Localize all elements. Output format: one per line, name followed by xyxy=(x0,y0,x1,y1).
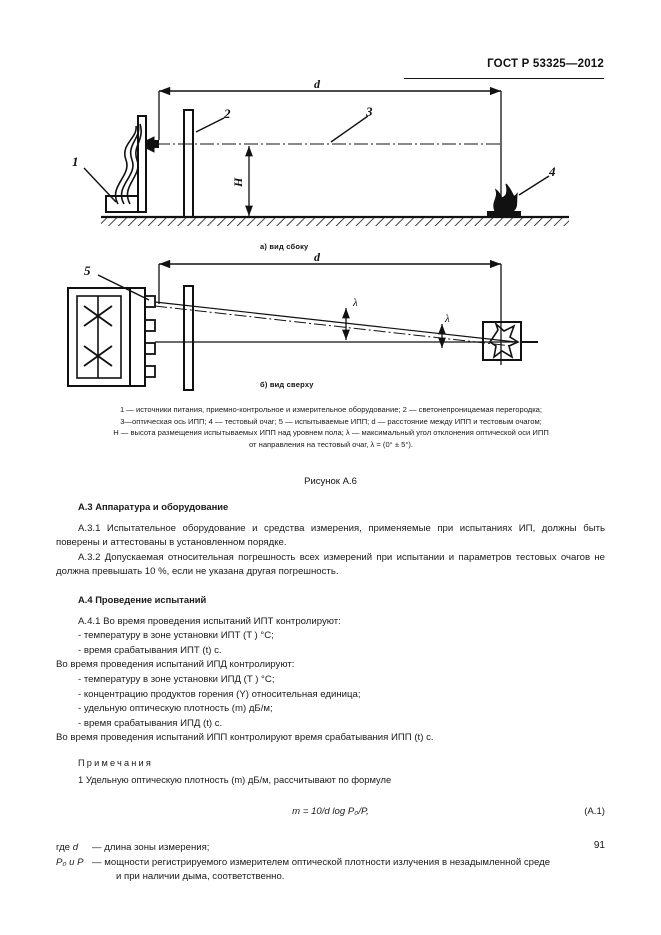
header-divider xyxy=(404,78,604,79)
page-header-standard: ГОСТ Р 53325—2012 xyxy=(487,58,604,70)
figure-label-H: H xyxy=(231,177,245,188)
paragraph-a3-1: А.3.1 Испытательное оборудование и средс… xyxy=(56,522,605,549)
paragraph-ipd-intro: Во время проведения испытаний ИПД контро… xyxy=(56,659,295,671)
heading-a4: А.4 Проведение испытаний xyxy=(78,593,207,605)
figure-callout-1: 1 xyxy=(72,154,79,169)
list-item-ipd-optical-density: - удельную оптическую плотность (m) дБ/м… xyxy=(78,703,273,715)
where-row-d: где d — длина зоны измерения; xyxy=(56,841,605,856)
formula-row: m = 10/d log P₀/P, (А.1) xyxy=(56,805,605,823)
list-item-ipd-temperature: - температуру в зоне установки ИПД (T ) … xyxy=(78,673,275,685)
figure-callout-2: 2 xyxy=(223,106,231,121)
where-value-d: — длина зоны измерения; xyxy=(92,842,210,854)
formula-number-a1: (А.1) xyxy=(584,806,605,818)
figure-label-d-side: d xyxy=(314,80,321,91)
figure-callout-3: 3 xyxy=(365,104,373,119)
figure-title: Рисунок А.6 xyxy=(304,476,357,487)
figure-callout-5: 5 xyxy=(84,263,91,278)
figure-subcaption-a: а) вид сбоку xyxy=(260,242,309,251)
paragraph-a4-1: А.4.1 Во время проведения испытаний ИПТ … xyxy=(78,615,341,627)
legend-line-1: 1 — источники питания, приемно-контрольн… xyxy=(119,405,543,414)
where-label: где xyxy=(56,842,71,854)
page-number: 91 xyxy=(593,840,605,851)
figure-a6: d 1 2 3 H xyxy=(46,80,616,400)
where-block: где d — длина зоны измерения; P₀ и P — м… xyxy=(56,841,605,885)
list-item-ipt-response-time: - время срабатывания ИПТ (t) с. xyxy=(78,644,222,656)
list-item-ipt-temperature: - температуру в зоне установки ИПТ (T ) … xyxy=(78,630,274,642)
where-key-d: d xyxy=(72,842,79,854)
note-1: 1 Удельную оптическую плотность (m) дБ/м… xyxy=(78,773,392,785)
list-item-ipd-response-time: - время срабатывания ИПД (t) с. xyxy=(78,717,223,729)
notes-heading: Примечания xyxy=(78,757,154,768)
figure-subcaption-b: б) вид сверху xyxy=(260,380,314,389)
legend-line-4: от направления на тестовый очаг, λ = (0°… xyxy=(248,439,413,449)
where-value-p: — мощности регистрируемого измерителем о… xyxy=(92,856,551,868)
where-key-p: P₀ и P xyxy=(56,856,84,868)
formula-a1: m = 10/d log P₀/P, xyxy=(292,806,369,818)
figure-label-lambda-1: λ xyxy=(352,297,358,309)
legend-line-3: H — высота размещения испытываемых ИПП н… xyxy=(113,428,549,438)
legend-line-2: 3—оптическая ось ИПП; 4 — тестовый очаг;… xyxy=(120,416,542,426)
figure-callout-4: 4 xyxy=(548,164,556,179)
paragraph-ipp: Во время проведения испытаний ИПП контро… xyxy=(56,732,434,744)
where-value-p-continued: и при наличии дыма, соответственно. xyxy=(116,871,285,883)
figure-a6-drawing: d 1 2 3 H xyxy=(67,80,569,391)
heading-a3: А.3 Аппаратура и оборудование xyxy=(78,501,229,512)
document-body: А.3 Аппаратура и оборудование А.3.1 Испы… xyxy=(56,500,605,885)
list-item-ipd-concentration: - концентрацию продуктов горения (Y) отн… xyxy=(78,688,361,700)
figure-label-lambda-2: λ xyxy=(444,313,450,325)
figure-label-d-top: d xyxy=(314,250,321,264)
paragraph-a3-2: А.3.2 Допускаемая относительная погрешно… xyxy=(56,551,605,578)
figure-legend: 1 — источники питания, приемно-контрольн… xyxy=(57,404,605,450)
where-row-p: P₀ и P — мощности регистрируемого измери… xyxy=(56,856,605,871)
